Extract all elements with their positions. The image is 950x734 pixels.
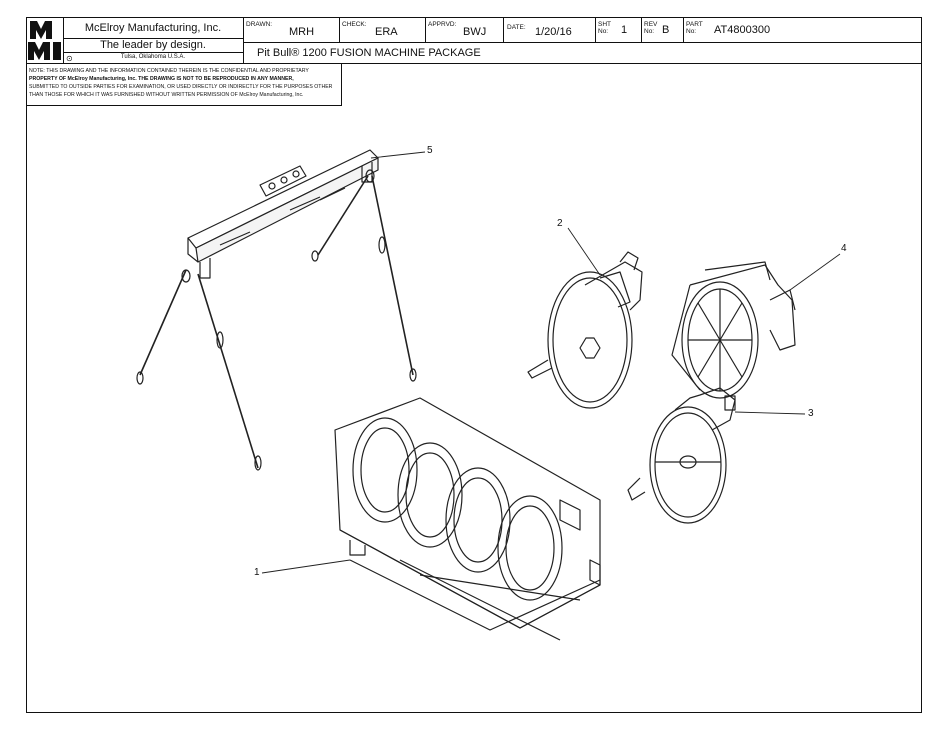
company-divider-1 <box>63 38 243 39</box>
item-balloon-2: 2 <box>557 218 563 229</box>
company-divider-2 <box>63 52 243 53</box>
apprvd-divider <box>503 17 504 43</box>
confidential-note-line-2: PROPERTY OF McElroy Manufacturing, Inc. … <box>29 76 294 82</box>
fusion-machine-item-1 <box>334 397 601 641</box>
company-name: McElroy Manufacturing, Inc. <box>84 22 222 34</box>
drawn-label: DRAWN: <box>246 21 273 28</box>
heater-stand-item-4 <box>671 261 796 399</box>
check-label: CHECK: <box>342 21 367 28</box>
apprvd-value: BWJ <box>463 26 487 38</box>
registered-mark: ⊙ <box>66 54 73 63</box>
check-value: ERA <box>375 26 398 38</box>
rev-value: B <box>662 24 670 36</box>
drawn-value: MRH <box>289 26 315 38</box>
item-balloon-4: 4 <box>841 243 847 254</box>
date-divider <box>595 17 596 43</box>
item-balloon-3: 3 <box>808 408 814 419</box>
logo-divider <box>63 17 64 64</box>
title-block-mid-line <box>243 42 922 43</box>
sht-label: SHT <box>598 21 611 28</box>
company-location: Tulsa, Oklahoma U.S.A. <box>120 54 186 60</box>
leader-line-3 <box>734 411 806 415</box>
heater-plate-item-3 <box>627 387 736 524</box>
leader-line-5 <box>370 151 426 159</box>
title-block-bottom-line <box>26 63 922 64</box>
rev-no-label: No: <box>644 28 655 35</box>
lifting-sling-item-5 <box>136 149 417 471</box>
confidential-note-line-3: SUBMITTED TO OUTSIDE PARTIES FOR EXAMINA… <box>29 84 333 90</box>
part-value: AT4800300 <box>714 24 771 36</box>
check-divider <box>425 17 426 43</box>
facer-item-2 <box>527 251 643 409</box>
item-balloon-1: 1 <box>254 567 260 578</box>
note-box-right <box>341 63 342 106</box>
drawn-divider <box>339 17 340 43</box>
rev-divider <box>683 17 684 43</box>
company-logo <box>27 18 63 63</box>
leader-line-2 <box>567 227 601 276</box>
note-box-bottom <box>26 105 342 106</box>
date-label: DATE: <box>507 24 526 31</box>
drawing-description: Pit Bull® 1200 FUSION MACHINE PACKAGE <box>257 47 481 59</box>
drawing-sheet-border <box>26 17 922 713</box>
company-divider <box>243 17 244 64</box>
company-tagline: The leader by design. <box>100 39 206 51</box>
confidential-note-line-4: THAN THOSE FOR WHICH IT WAS FURNISHED WI… <box>29 92 304 98</box>
apprvd-label: APPRVD: <box>428 21 457 28</box>
sht-no-label: No: <box>598 28 609 35</box>
leader-line-4 <box>789 253 841 291</box>
rev-label: REV <box>644 21 658 28</box>
date-value: 1/20/16 <box>535 26 572 38</box>
leader-line-1 <box>261 559 351 574</box>
sht-value: 1 <box>621 24 628 36</box>
item-balloon-5: 5 <box>427 145 433 156</box>
confidential-note-line-1: NOTE: THIS DRAWING AND THE INFORMATION C… <box>29 68 309 74</box>
part-label: PART <box>686 21 703 28</box>
part-no-label: No: <box>686 28 697 35</box>
sht-divider <box>641 17 642 43</box>
